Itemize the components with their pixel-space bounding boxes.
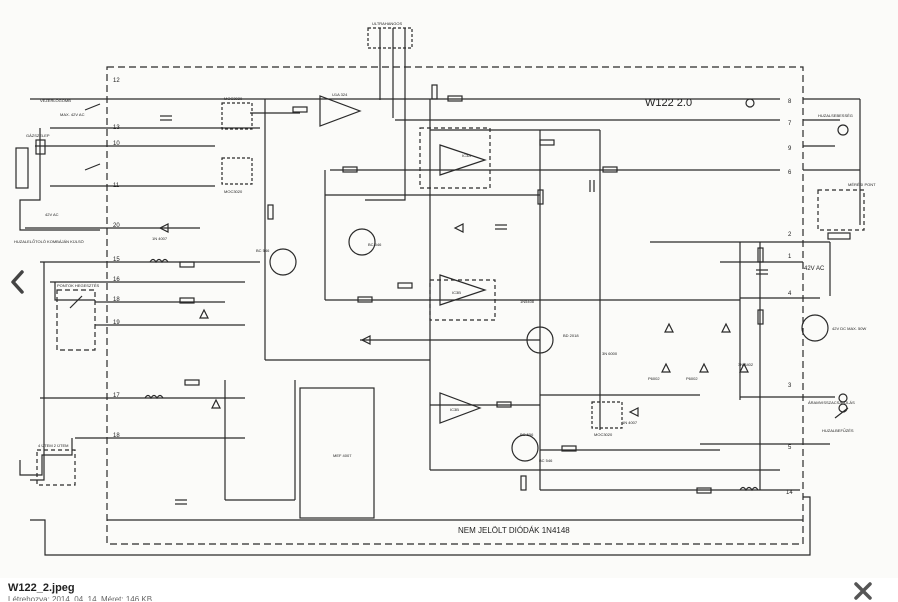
terminal-right-1: 1: [788, 254, 792, 260]
terminal-right-5: 5: [788, 445, 792, 451]
terminal-right-6: 6: [788, 170, 792, 176]
label-diode-p600b: P6002: [686, 376, 698, 381]
terminal-left-20: 20: [113, 223, 120, 229]
label-huzalvisszaegeses: ÁRAMVISSZACSATOLÁS: [808, 400, 855, 405]
terminal-left-15: 15: [113, 257, 120, 263]
label-gazszelep: GÁZSZELEP: [26, 133, 50, 138]
label-u-d: IC3B: [450, 407, 459, 412]
terminal-right-8: 8: [788, 99, 792, 105]
top-box-label: ULTRAHANGOS: [372, 21, 402, 26]
close-x-icon: [854, 582, 872, 600]
label-diode-a: 1N 4007: [152, 236, 168, 241]
terminal-left-13: 13: [113, 125, 120, 131]
label-u-b: IC3A: [462, 153, 471, 158]
label-42vac-left: 42V AC: [45, 212, 59, 217]
label-meresi: MÉRÉSI PONT: [848, 182, 876, 187]
schematic-title: W122 2.0: [645, 97, 692, 109]
label-tetri: 4 ÜTEM 2 ÜTEM: [38, 443, 68, 448]
component-labels: MOC3020 MOC3020 MOC3020 MEF 4007 U1A 324…: [152, 92, 754, 463]
terminal-right-2: 2: [788, 232, 792, 238]
label-moc-b: MOC3020: [224, 189, 243, 194]
label-diode-3n6000: 3N 6000: [602, 351, 618, 356]
terminal-right-4: 4: [788, 291, 792, 297]
label-vezerlogomb: VEZÉRLŐGOMB: [40, 98, 71, 103]
close-button[interactable]: [848, 580, 878, 602]
label-u-a: U1A 324: [332, 92, 348, 97]
label-huzalelotolo: HUZALELŐTOLÓ KOMBÁJÁN KÜLSÖ: [14, 239, 84, 244]
label-diode-b: 1N 4007: [622, 420, 638, 425]
label-diode-p600a: P6002: [648, 376, 660, 381]
terminal-left-19: 19: [113, 320, 120, 326]
label-diode-3n8402: 3N 8402: [738, 362, 754, 367]
schematic-image: W122 2.0 NEM JELÖLT DIÓDÁK 1N4148 ULTRAH…: [14, 21, 877, 556]
terminal-left-10: 10: [113, 141, 120, 147]
label-t3: BC 546: [539, 458, 553, 463]
terminal-left-11: 11: [113, 183, 120, 189]
label-huzalsebesseg: HUZALSEBESSÉG: [818, 113, 853, 118]
image-caption: W122_2.jpeg Létrehozva: 2014. 04. 14. Mé…: [8, 582, 608, 601]
label-t4: BC 556: [520, 432, 534, 437]
label-max42: MAX. 42V AC: [60, 112, 85, 117]
label-pontok: PONTOK HEGESZTÉS: [57, 283, 99, 288]
label-zener: 1N5408: [520, 299, 535, 304]
image-subinfo: Létrehozva: 2014. 04. 14. Méret: 146 KB: [8, 595, 153, 601]
label-42vac-right: 42V AC: [804, 266, 825, 272]
terminal-right-7: 7: [788, 121, 792, 127]
label-t1: BC 546: [256, 248, 270, 253]
right-terminal-numbers: 8 7 9 6 2 1 4 3 5 14: [786, 99, 793, 496]
terminal-right-3: 3: [788, 383, 792, 389]
image-filename: W122_2.jpeg: [8, 582, 75, 594]
schematic-drawing: W122 2.0 NEM JELÖLT DIÓDÁK 1N4148 ULTRAH…: [14, 21, 876, 556]
label-motor: 42V DC MAX. 50W: [832, 326, 866, 331]
terminal-right-9: 9: [788, 146, 792, 152]
label-u-c: IC3B: [452, 290, 461, 295]
label-t5: BD 2018: [563, 333, 579, 338]
label-ic1: MEF 4007: [333, 453, 352, 458]
terminal-left-18b: 18: [113, 433, 120, 439]
label-moc-c: MOC3020: [594, 432, 613, 437]
left-terminal-numbers: 12 13 10 11 20 15 16 18 19 17 18: [113, 78, 120, 439]
terminal-right-14: 14: [786, 490, 793, 496]
terminal-left-12: 12: [113, 78, 120, 84]
schematic-note: NEM JELÖLT DIÓDÁK 1N4148: [458, 526, 570, 535]
external-labels: VEZÉRLŐGOMB MAX. 42V AC GÁZSZELEP 42V AC…: [14, 98, 876, 448]
chevron-left-icon: [11, 270, 24, 294]
terminal-left-17: 17: [113, 393, 120, 399]
terminal-left-16: 16: [113, 277, 120, 283]
label-moc-a: MOC3020: [224, 96, 243, 101]
label-huzalbefuzes: HUZALBEFŰZÉS: [822, 428, 854, 433]
previous-image-button[interactable]: [4, 262, 30, 302]
terminal-left-18a: 18: [113, 297, 120, 303]
label-t2: BC 546: [368, 242, 382, 247]
